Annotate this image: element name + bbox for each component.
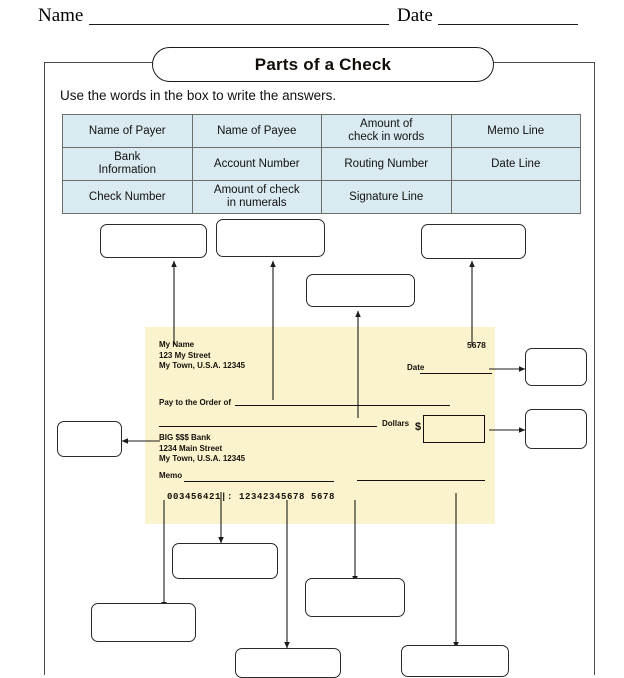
check-number-top: 5678	[467, 340, 486, 350]
check-bank-street: 1234 Main Street	[159, 443, 223, 453]
check-pay-to-label: Pay to the Order of	[159, 398, 232, 407]
check-dollars-label: Dollars	[382, 419, 410, 428]
instruction-text: Use the words in the box to write the an…	[60, 88, 337, 103]
check-date-label: Date	[407, 363, 425, 372]
check-date-line[interactable]	[420, 373, 492, 374]
date-write-line[interactable]	[438, 24, 578, 25]
check-memo-label: Memo	[159, 471, 183, 480]
answer-box-payer-name[interactable]	[100, 224, 207, 258]
check-bank-information: BIG $$$ Bank 1234 Main Street My Town, U…	[159, 433, 245, 465]
answer-box-extra-bottom[interactable]	[401, 645, 509, 677]
answer-box-date-line[interactable]	[525, 348, 587, 386]
word-bank-cell[interactable]	[450, 180, 581, 214]
answer-box-routing-number[interactable]	[91, 603, 196, 642]
word-bank-cell[interactable]: Signature Line	[321, 180, 452, 214]
answer-box-memo-line[interactable]	[172, 543, 278, 579]
answer-box-payee-name[interactable]	[216, 219, 325, 257]
word-bank-cell[interactable]: Date Line	[450, 147, 581, 181]
check-payee-line[interactable]	[235, 405, 450, 406]
title-banner: Parts of a Check	[152, 47, 494, 82]
word-bank-cell[interactable]: Name of Payee	[191, 114, 322, 148]
answer-box-amount-in-words[interactable]	[306, 274, 415, 307]
worksheet-header: Name Date	[0, 0, 624, 34]
word-bank-cell[interactable]: Memo Line	[450, 114, 581, 148]
word-bank-cell[interactable]: Check Number	[62, 180, 193, 214]
check-payer-city: My Town, U.S.A. 12345	[159, 361, 246, 370]
check-bank-city: My Town, U.S.A. 12345	[159, 454, 246, 463]
word-bank-cell[interactable]: Name of Payer	[62, 114, 193, 148]
check-signature-line[interactable]	[357, 480, 485, 481]
answer-box-amount-in-numerals[interactable]	[525, 409, 587, 449]
check-bank-name: BIG $$$ Bank	[159, 433, 211, 442]
check-payer-address: My Name 123 My Street My Town, U.S.A. 12…	[159, 340, 245, 372]
check-memo-line[interactable]	[184, 481, 334, 482]
answer-box-bank-information[interactable]	[57, 421, 122, 457]
check-amount-numerals-box[interactable]	[423, 415, 485, 443]
check-micr-line: 003456421|: 12342345678 5678	[167, 492, 336, 502]
check-amount-words-line[interactable]	[159, 426, 377, 427]
check-graphic: My Name 123 My Street My Town, U.S.A. 12…	[145, 327, 495, 524]
name-write-line[interactable]	[89, 24, 389, 25]
date-label: Date	[397, 5, 433, 26]
page-title: Parts of a Check	[254, 54, 392, 74]
word-bank-cell[interactable]: Routing Number	[321, 147, 452, 181]
answer-box-account-number[interactable]	[305, 578, 405, 617]
check-payer-name: My Name	[159, 340, 195, 349]
answer-box-check-number[interactable]	[421, 224, 526, 259]
dollar-sign-icon: $	[415, 421, 422, 433]
answer-box-signature-line[interactable]	[235, 648, 341, 678]
name-label: Name	[38, 5, 84, 26]
check-payer-street: 123 My Street	[159, 350, 211, 360]
word-bank-cell[interactable]: Account Number	[191, 147, 322, 181]
